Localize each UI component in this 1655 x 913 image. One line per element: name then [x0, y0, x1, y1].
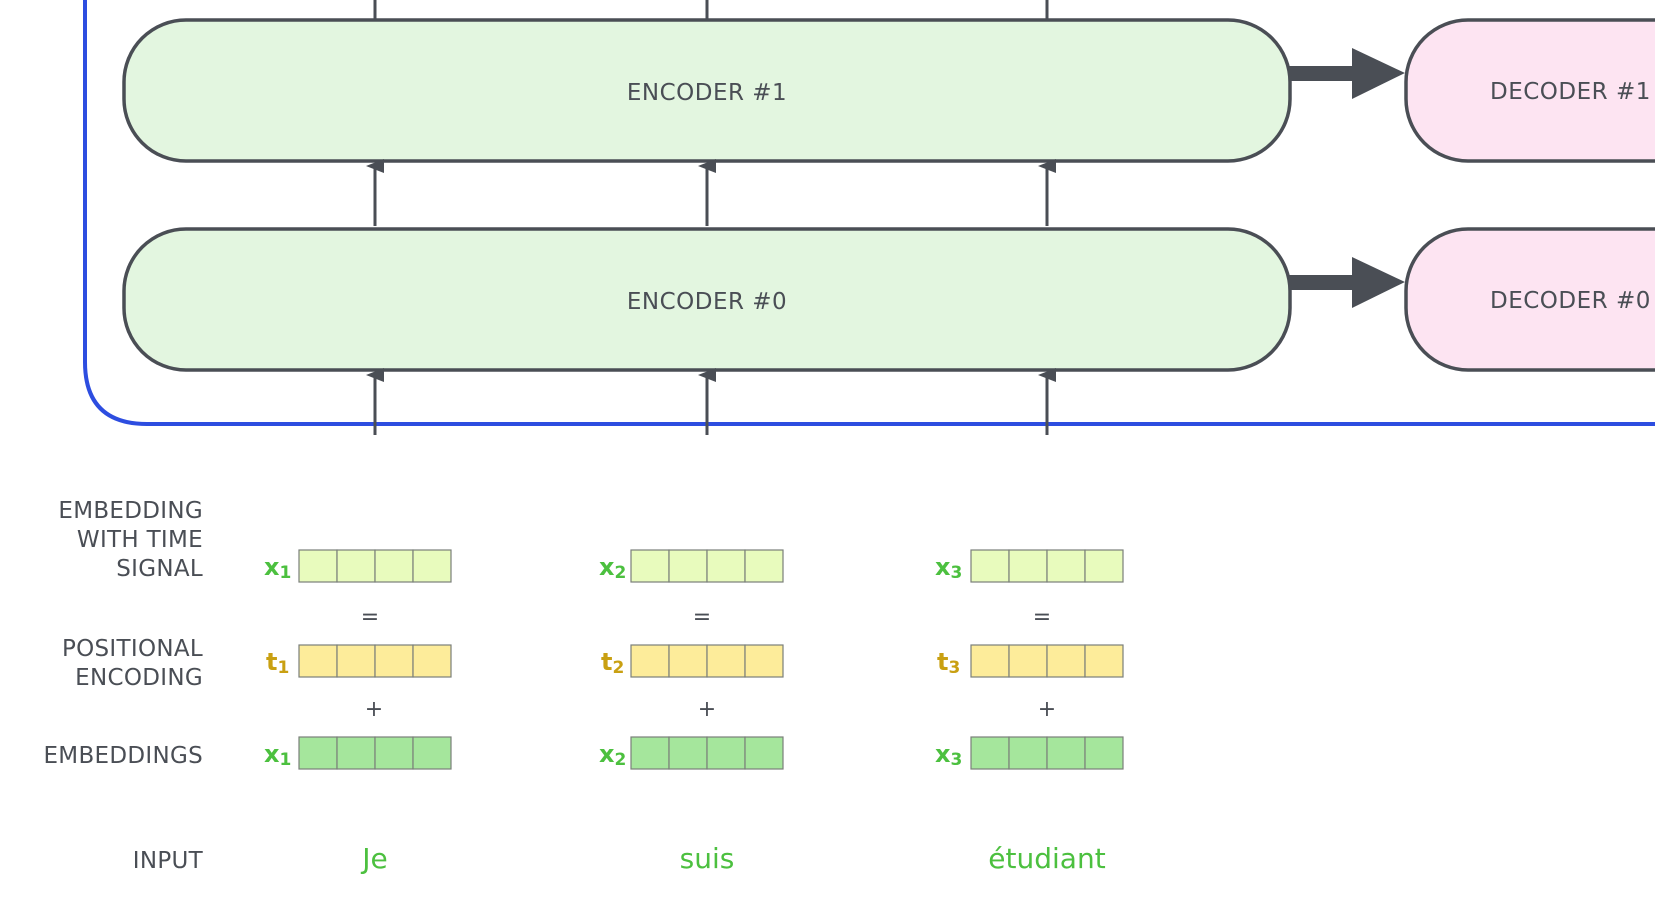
- column-1: x1 = t1 + x1 Je: [264, 549, 452, 875]
- embedding-vector-2-cell-4: [744, 736, 784, 770]
- positional-vector-1-cell-4: [412, 644, 452, 678]
- positional-vector-2-cell-3: [706, 644, 746, 678]
- row-label-time-signal: EMBEDDING WITH TIME SIGNAL: [58, 498, 203, 582]
- signal-vector-2-cell-1: [630, 549, 670, 583]
- positional-vector-2-cell-1: [630, 644, 670, 678]
- input-token-3: étudiant: [988, 842, 1105, 875]
- arrow-enc0-dec0: [1289, 257, 1405, 308]
- embedding-label-1: x1: [264, 740, 291, 770]
- embedding-vector-1-cell-4: [412, 736, 452, 770]
- positional-vector-2-cell-4: [744, 644, 784, 678]
- embedding-vector-3-cell-1: [970, 736, 1010, 770]
- decoder-1-label: DECODER #1: [1490, 79, 1651, 105]
- embedding-vector-3: [970, 736, 1124, 770]
- decoder-block-0: DECODER #0: [1404, 227, 1655, 372]
- equals-sign-1: =: [361, 605, 379, 630]
- signal-vector-1-cell-1: [298, 549, 338, 583]
- signal-vector-3-cell-4: [1084, 549, 1124, 583]
- row-label-time-signal-line-3: SIGNAL: [116, 556, 203, 582]
- input-token-2: suis: [680, 842, 735, 875]
- plus-sign-1: +: [365, 697, 383, 722]
- positional-vector-3-cell-3: [1046, 644, 1086, 678]
- encoder-block-1: ENCODER #1: [122, 18, 1292, 163]
- positional-vector-3-cell-1: [970, 644, 1010, 678]
- equals-sign-3: =: [1033, 605, 1051, 630]
- embedding-vector-3-cell-4: [1084, 736, 1124, 770]
- signal-label-1: x1: [264, 553, 291, 583]
- row-label-positional: POSITIONAL ENCODING: [62, 636, 203, 691]
- row-label-time-signal-line-1: EMBEDDING: [58, 498, 203, 524]
- embedding-vector-1-cell-2: [336, 736, 376, 770]
- embedding-vector-3-cell-2: [1008, 736, 1048, 770]
- positional-label-1: t1: [266, 648, 289, 678]
- signal-vector-2-cell-2: [668, 549, 708, 583]
- plus-sign-2: +: [698, 697, 716, 722]
- row-label-embeddings-line-1: EMBEDDINGS: [43, 743, 203, 769]
- plus-sign-3: +: [1038, 697, 1056, 722]
- arrow-enc1-dec1: [1289, 48, 1405, 99]
- input-token-1: Je: [360, 842, 387, 875]
- signal-vector-3-cell-3: [1046, 549, 1086, 583]
- positional-vector-1-cell-2: [336, 644, 376, 678]
- signal-vector-3-cell-1: [970, 549, 1010, 583]
- signal-vector-2-cell-3: [706, 549, 746, 583]
- signal-vector-3-cell-2: [1008, 549, 1048, 583]
- positional-vector-3-cell-4: [1084, 644, 1124, 678]
- row-label-input-line-1: INPUT: [133, 848, 204, 874]
- positional-vector-3-cell-2: [1008, 644, 1048, 678]
- equals-sign-2: =: [693, 605, 711, 630]
- signal-vector-2: [630, 549, 784, 583]
- signal-label-3: x3: [935, 553, 962, 583]
- positional-label-3: t3: [937, 648, 960, 678]
- embedding-vector-2-cell-3: [706, 736, 746, 770]
- row-label-positional-line-2: ENCODING: [75, 665, 203, 691]
- embedding-vector-2-cell-1: [630, 736, 670, 770]
- positional-vector-3: [970, 644, 1124, 678]
- encoder-0-label: ENCODER #0: [627, 289, 787, 315]
- column-3: x3 = t3 + x3 étudiant: [935, 549, 1124, 875]
- positional-label-2: t2: [601, 648, 624, 678]
- embedding-label-3: x3: [935, 740, 962, 770]
- embedding-label-2: x2: [599, 740, 626, 770]
- decoder-block-1: DECODER #1: [1404, 18, 1655, 163]
- positional-vector-1-cell-1: [298, 644, 338, 678]
- encoder-stack-frame: [83, 0, 1655, 426]
- embedding-vector-3-cell-3: [1046, 736, 1086, 770]
- embedding-vector-1-cell-3: [374, 736, 414, 770]
- embedding-vector-1: [298, 736, 452, 770]
- embedding-vector-2: [630, 736, 784, 770]
- signal-vector-1: [298, 549, 452, 583]
- embedding-vector-1-cell-1: [298, 736, 338, 770]
- row-label-time-signal-line-2: WITH TIME: [77, 527, 203, 553]
- row-label-embeddings: EMBEDDINGS: [43, 743, 203, 769]
- row-label-input: INPUT: [133, 848, 204, 874]
- positional-vector-1: [298, 644, 452, 678]
- signal-vector-1-cell-2: [336, 549, 376, 583]
- positional-vector-1-cell-3: [374, 644, 414, 678]
- embedding-vector-2-cell-2: [668, 736, 708, 770]
- encoder-1-label: ENCODER #1: [627, 80, 787, 106]
- signal-label-2: x2: [599, 553, 626, 583]
- signal-vector-1-cell-3: [374, 549, 414, 583]
- positional-vector-2: [630, 644, 784, 678]
- signal-vector-2-cell-4: [744, 549, 784, 583]
- encoder-block-0: ENCODER #0: [122, 227, 1292, 372]
- signal-vector-3: [970, 549, 1124, 583]
- positional-vector-2-cell-2: [668, 644, 708, 678]
- decoder-0-label: DECODER #0: [1490, 288, 1651, 314]
- row-label-positional-line-1: POSITIONAL: [62, 636, 203, 662]
- signal-vector-1-cell-4: [412, 549, 452, 583]
- column-2: x2 = t2 + x2 suis: [599, 549, 784, 875]
